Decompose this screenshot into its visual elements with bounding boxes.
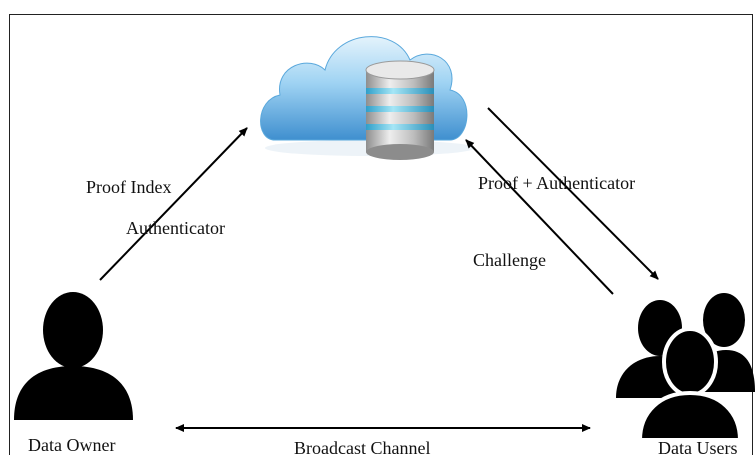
arrow-users-to-cloud: [465, 139, 614, 295]
edge-label-broadcast-channel: Broadcast Channel: [294, 438, 431, 458]
edge-label-proof-authenticator: Proof + Authenticator: [478, 173, 636, 193]
person-icon: [14, 292, 133, 420]
arrow-owner-to-cloud: [99, 127, 248, 281]
node-label-data-users: Data Users: [658, 438, 738, 458]
edge-label-authenticator: Authenticator: [126, 218, 225, 238]
diagram-frame: [9, 14, 753, 455]
arrow-cloud-to-users: [487, 107, 659, 280]
edge-label-proof-index: Proof Index: [86, 177, 172, 197]
edge-label-challenge: Challenge: [473, 250, 546, 270]
database-icon: [365, 60, 435, 160]
cloud-database-icon: [260, 36, 475, 160]
node-label-data-owner: Data Owner: [28, 435, 116, 455]
group-users-icon: [616, 293, 755, 442]
